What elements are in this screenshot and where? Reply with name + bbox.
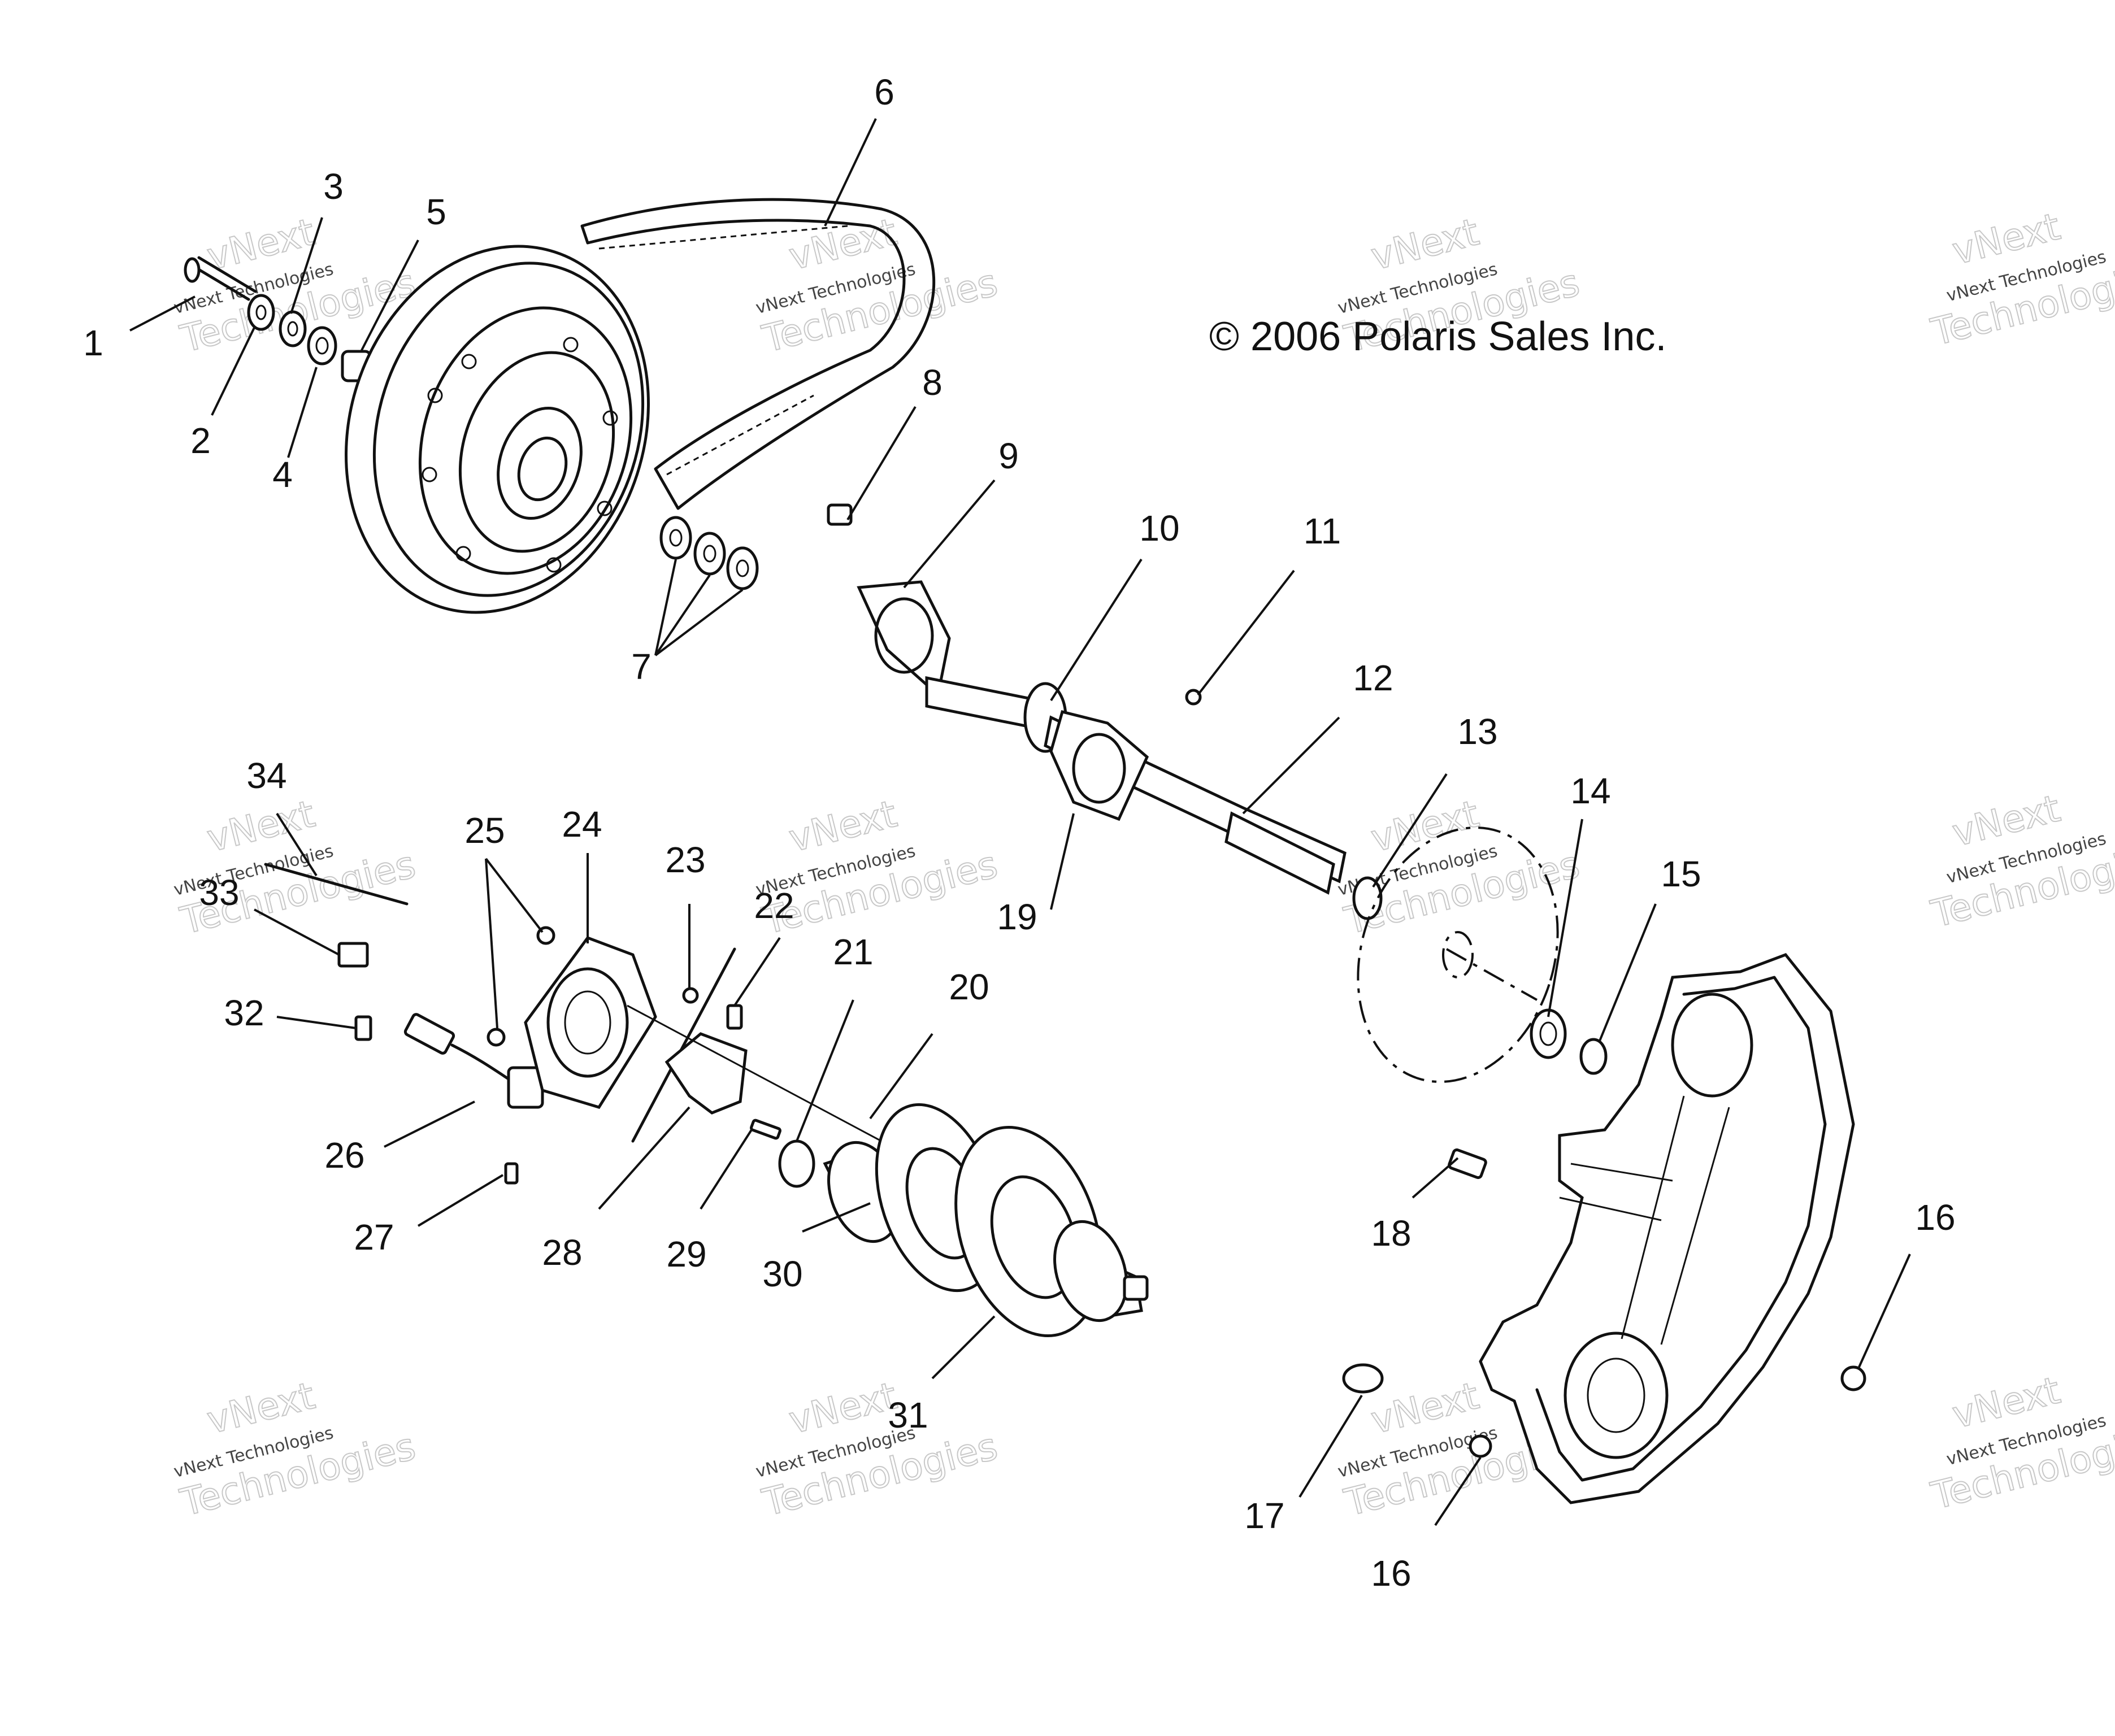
callout-33: 33 [199, 872, 239, 913]
callout-4: 4 [272, 454, 293, 495]
callout-10: 10 [1139, 508, 1179, 549]
watermark-bottom-left: vNext vNext Technologies Technologies [172, 1373, 420, 1525]
callout-12: 12 [1353, 658, 1393, 698]
watermark-top-right: vNext vNext Technologies Technologies [1926, 204, 2115, 355]
callout-32: 32 [224, 993, 264, 1033]
callout-25: 25 [464, 810, 505, 851]
callout-16-second: 16 [1371, 1553, 1411, 1594]
callout-19: 19 [997, 897, 1037, 937]
clutch-sheave [345, 245, 650, 614]
watermark-mid-right: vNext vNext Technologies Technologies [1926, 786, 2115, 937]
callout-18: 18 [1371, 1213, 1411, 1254]
callout-3: 3 [323, 166, 344, 207]
callout-29: 29 [666, 1234, 706, 1274]
bearing-flange-upper [827, 503, 951, 698]
speed-sensor [403, 1013, 544, 1185]
callout-16: 16 [1915, 1197, 1955, 1238]
leader-lines [129, 118, 1911, 1526]
callout-23: 23 [665, 839, 705, 880]
callout-28: 28 [542, 1232, 582, 1273]
callout-24: 24 [562, 804, 602, 845]
callout-15: 15 [1661, 854, 1701, 894]
brake-plate-and-gear [627, 947, 882, 1188]
callout-26: 26 [324, 1135, 364, 1176]
callout-21: 21 [833, 932, 873, 972]
callout-20: 20 [949, 967, 989, 1007]
chaincase-cover [1479, 953, 1855, 1504]
callout-31: 31 [888, 1395, 928, 1435]
callout-13: 13 [1457, 711, 1497, 752]
callout-30: 30 [762, 1254, 802, 1294]
callout-17: 17 [1244, 1495, 1284, 1536]
seal-and-oring [1530, 1008, 1608, 1075]
callout-14: 14 [1570, 771, 1610, 811]
callout-9: 9 [998, 436, 1019, 476]
bearing-flange-lower [1049, 689, 1202, 821]
drive-belt [580, 198, 936, 510]
callout-2: 2 [190, 420, 211, 461]
driven-sheave-outline [1352, 826, 1559, 1083]
callout-5: 5 [426, 192, 446, 232]
clutch-bolt-assembly [184, 256, 372, 382]
watermark-mid-left: vNext vNext Technologies Technologies [172, 791, 420, 943]
copyright-text: © 2006 Polaris Sales Inc. [1209, 314, 1666, 359]
watermark-bottom-center: vNext vNext Technologies Technologies [754, 1373, 1002, 1525]
watermark-bottom-right: vNext vNext Technologies Technologies [1926, 1368, 2115, 1519]
callout-8: 8 [922, 362, 943, 403]
callout-11: 11 [1304, 511, 1341, 551]
drive-shaft-sprockets [823, 1103, 1149, 1337]
callout-labels: 1 2 3 4 5 6 7 8 9 10 11 12 13 14 15 16 1… [83, 72, 1955, 1594]
callout-34: 34 [246, 755, 286, 796]
callout-22: 22 [754, 885, 794, 926]
watermark-top-center: vNext vNext Technologies Technologies [754, 210, 1002, 362]
callout-27: 27 [354, 1217, 394, 1258]
callout-6: 6 [874, 72, 894, 112]
callout-1: 1 [83, 323, 103, 363]
washer-set [659, 516, 759, 590]
chaincase-fasteners [1342, 1148, 1866, 1458]
callout-7: 7 [631, 646, 652, 687]
